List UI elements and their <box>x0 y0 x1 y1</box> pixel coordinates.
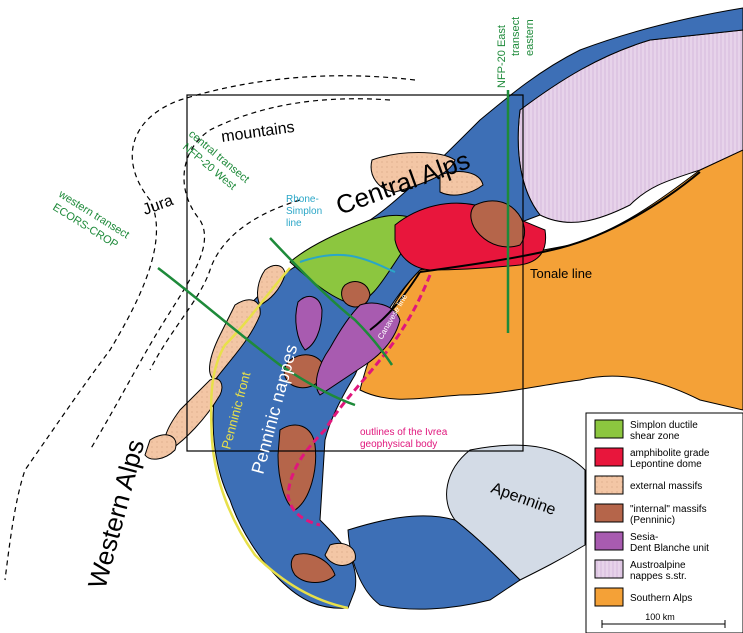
legend-swatch-austroalpine <box>594 559 624 579</box>
tonale-line-label: Tonale line <box>530 266 592 281</box>
eastern-transect-label-2: transect <box>510 17 522 56</box>
legend-label-external-massifs: external massifs <box>630 481 702 492</box>
legend-swatch-internal-massifs <box>594 503 624 523</box>
legend-label-simplon: Simplon ductile <box>630 420 698 431</box>
tonale-line <box>419 171 701 273</box>
rhone-simplon-label-3: line <box>286 218 302 229</box>
canavese-line <box>369 271 421 331</box>
eastern-transect-label-1: eastern <box>524 19 536 56</box>
rhone-simplon-label-2: Simplon <box>286 206 322 217</box>
eastern-transect-label-3: NFP-20 East <box>496 25 508 88</box>
legend-swatch-simplon <box>594 419 624 439</box>
legend-label-internal-massifs: (Penninic) <box>630 515 675 526</box>
ivrea-label-1: outlines of the Ivrea <box>360 427 448 438</box>
legend-label-lepontine: Lepontine dome <box>630 459 702 470</box>
transects <box>157 90 510 407</box>
scale-label: 100 km <box>645 612 675 622</box>
legend-swatch-sesia <box>594 531 624 551</box>
legend-label-simplon: shear zone <box>630 431 680 442</box>
legend-label-austroalpine: Austroalpine <box>630 560 686 571</box>
penninic-front-line <box>209 267 349 610</box>
study-area-box <box>186 94 524 452</box>
sesia-dent-blanche <box>295 295 401 396</box>
legend-label-sesia: Dent Blanche unit <box>630 543 709 554</box>
ivrea-outline <box>286 274 432 527</box>
ivrea-label-2: geophysical body <box>360 439 437 450</box>
legend-swatch-lepontine <box>594 447 624 467</box>
ligurian-region <box>347 515 521 610</box>
scale-bar: 100 km <box>601 612 726 628</box>
external-massifs <box>144 152 484 566</box>
legend-label-lepontine: amphibolite grade <box>630 448 710 459</box>
legend-label-sesia: Sesia- <box>630 532 658 543</box>
mountains-label: mountains <box>220 119 295 146</box>
legend-label-internal-massifs: "internal" massifs <box>630 504 707 515</box>
rhone-simplon-line <box>299 253 396 273</box>
rhone-simplon-label-1: Rhone- <box>286 194 319 205</box>
legend-label-southern-alps: Southern Alps <box>630 593 692 604</box>
legend-swatch-southern-alps <box>594 587 624 607</box>
legend-label-austroalpine: nappes s.str. <box>630 571 687 582</box>
legend-swatch-external-massifs <box>594 475 624 495</box>
jura-outline <box>4 75 416 581</box>
jura-label: Jura <box>141 192 176 219</box>
western-alps-label: Western Alps <box>82 436 151 591</box>
